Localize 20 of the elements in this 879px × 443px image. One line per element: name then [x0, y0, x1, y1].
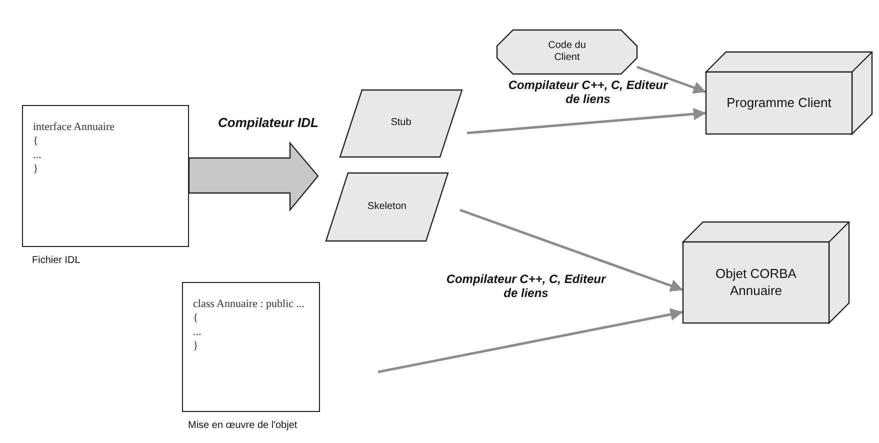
node-caption: Fichier IDL [32, 255, 80, 266]
code-line: class Annuaire : public ... [193, 297, 305, 311]
node-caption: Mise en œuvre de l'objet [188, 420, 298, 431]
document-box [182, 282, 320, 412]
document-box [22, 105, 189, 247]
code-line: } [33, 162, 38, 176]
code-line: { [33, 134, 38, 148]
compiler-note: Compilateur C++, C, Editeur de liens [446, 272, 606, 301]
code-line: ... [33, 148, 42, 162]
arrow [460, 208, 684, 292]
code-line: ... [193, 325, 202, 339]
arrow [466, 108, 706, 134]
arrow [636, 66, 706, 94]
code-line: interface Annuaire [33, 120, 115, 134]
edge-label: Compilateur IDL [218, 115, 318, 131]
code-line: { [193, 311, 198, 325]
compiler-note: Compilateur C++, C, Editeur de liens [508, 78, 668, 107]
code-line: } [193, 339, 198, 353]
arrow [378, 308, 684, 374]
block-arrow [188, 141, 319, 212]
